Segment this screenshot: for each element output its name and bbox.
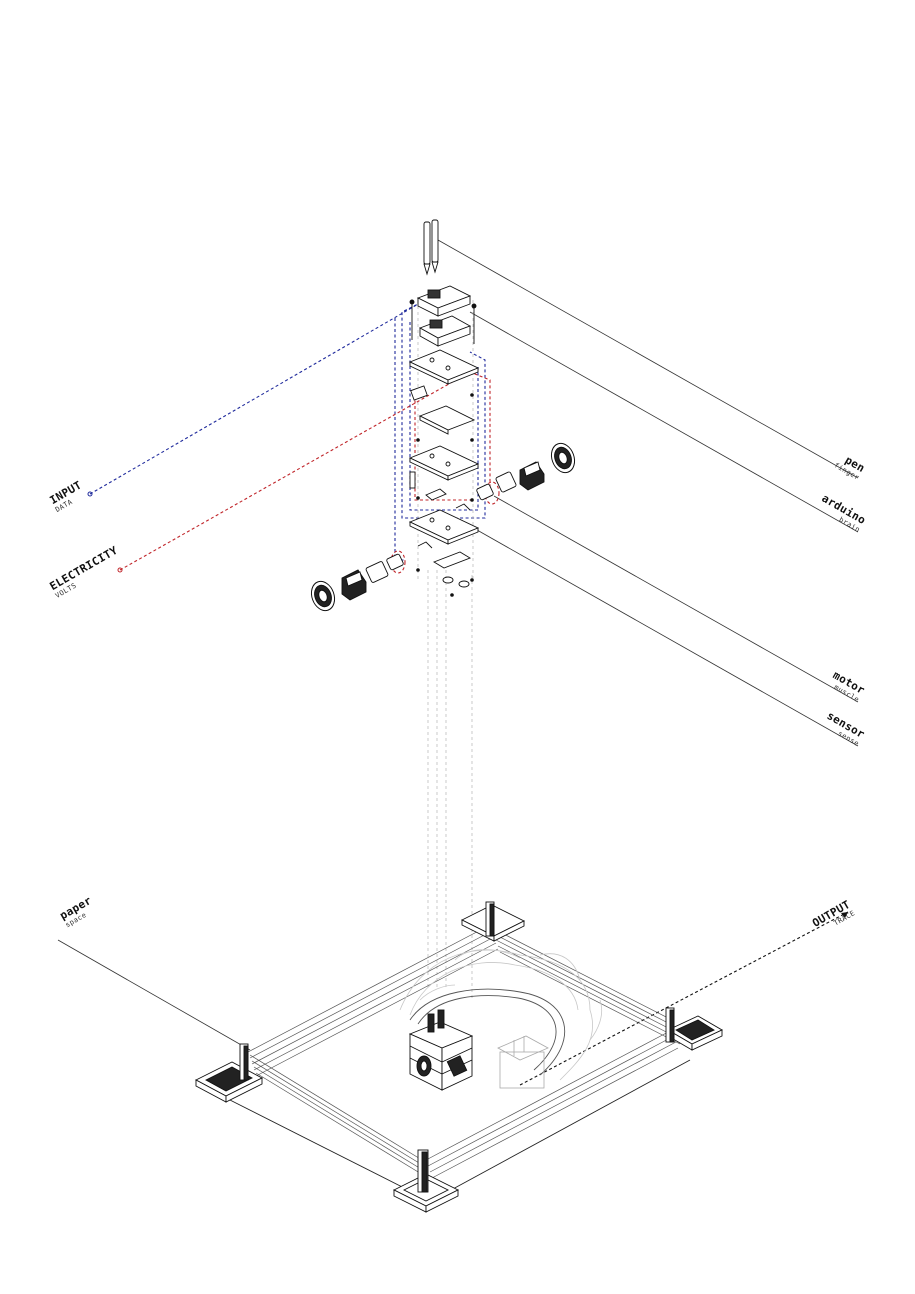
arduino-stack-icon — [409, 285, 477, 347]
drawing-trace — [399, 949, 603, 1081]
paper-base-edges — [225, 1059, 691, 1197]
drawing-path — [409, 988, 565, 1076]
motor-mount-icon — [409, 385, 472, 569]
right-wheel-icon — [550, 442, 576, 474]
leader-pen — [437, 239, 859, 479]
left-motor-icon — [341, 553, 404, 601]
corner-bracket-left — [195, 1043, 263, 1103]
leader-motor — [493, 495, 859, 703]
leader-lines — [57, 239, 859, 1051]
leader-paper — [57, 939, 251, 1051]
ghost-robot-icon — [497, 1035, 549, 1089]
corner-bracket-bottom — [392, 1149, 460, 1213]
fasteners-icon — [416, 393, 474, 597]
leader-arduino — [469, 311, 859, 533]
electricity-terminal-icon — [117, 567, 123, 573]
projection-lines — [417, 300, 491, 1000]
output-wire — [519, 911, 849, 1086]
corner-bracket-right — [665, 1007, 723, 1051]
input-terminal-icon — [87, 491, 93, 497]
paper-frame — [247, 924, 681, 1179]
pen-icon — [423, 219, 439, 276]
sensor-icon — [417, 503, 471, 588]
leader-sensor — [469, 525, 859, 747]
assembled-robot-icon — [408, 1009, 474, 1091]
corner-bracket-top — [460, 901, 526, 942]
left-wheel-icon — [310, 580, 336, 612]
right-motor-icon — [476, 461, 545, 501]
chassis-plates-icon — [408, 349, 480, 545]
